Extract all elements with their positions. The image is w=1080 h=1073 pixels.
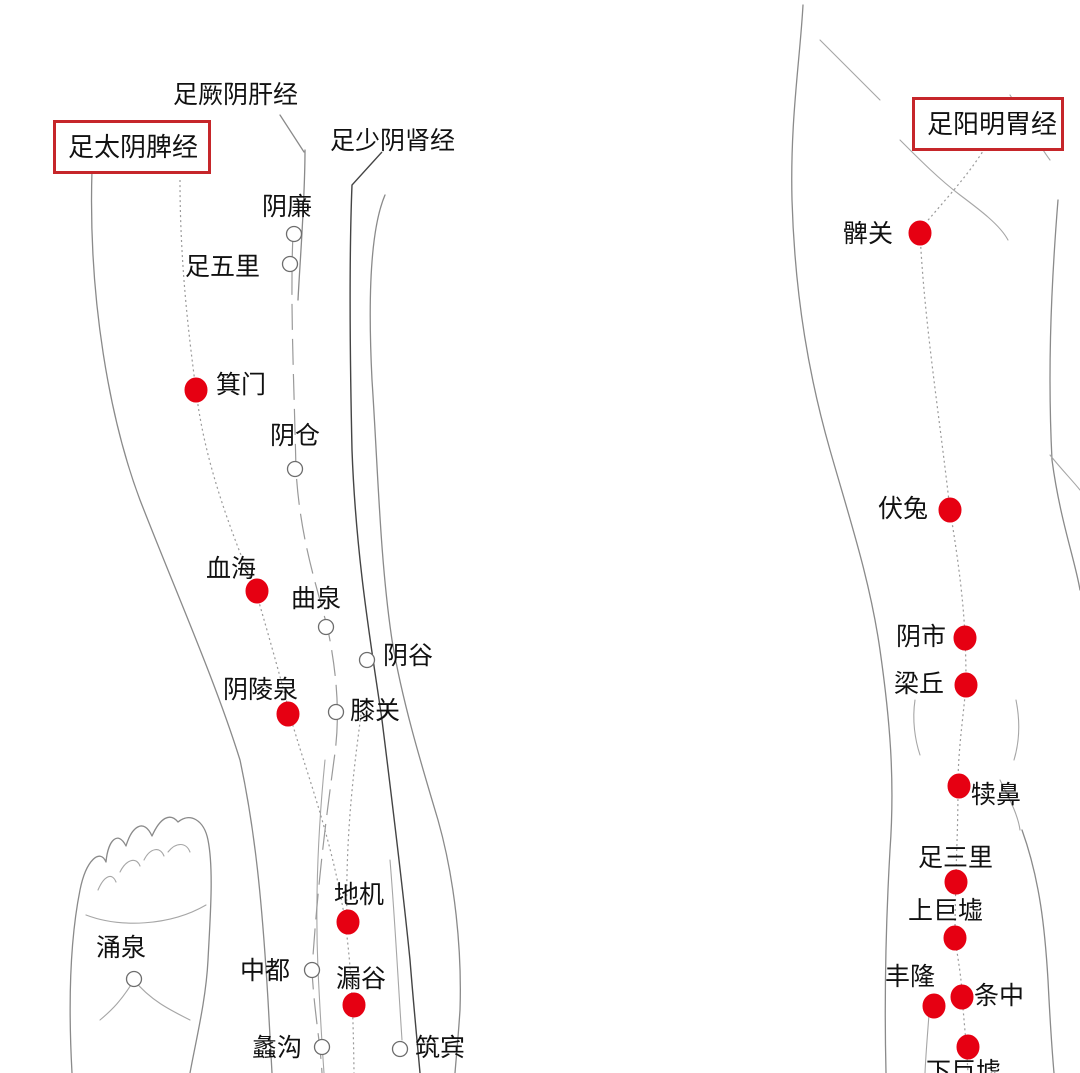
- point-marker-futu[interactable]: [938, 497, 962, 523]
- point-marker-tiaokou[interactable]: [950, 984, 974, 1010]
- point-marker-fenglong[interactable]: [922, 993, 946, 1019]
- point-label-xiajuxu: 下巨墟: [926, 1057, 1002, 1073]
- point-label-tiaokou: 条中: [974, 981, 1025, 1010]
- point-marker-shangjuxu[interactable]: [943, 925, 967, 951]
- point-marker-xiajuxu[interactable]: [956, 1034, 980, 1060]
- point-marker-yinshi[interactable]: [953, 625, 977, 651]
- point-marker-biguan[interactable]: [908, 220, 932, 246]
- point-label-jimen: 箕门: [216, 370, 267, 399]
- spleen-meridian-box: 足太阴脾经: [53, 120, 212, 174]
- point-marker-yincang[interactable]: [286, 460, 304, 478]
- point-label-yinlingquan: 阴陵泉: [223, 675, 299, 704]
- kidney-meridian-label: 足少阴肾经: [330, 126, 456, 155]
- point-label-liangqiu: 梁丘: [894, 669, 945, 698]
- point-label-zhongdu: 中都: [240, 956, 291, 985]
- point-marker-yinlingquan[interactable]: [276, 701, 300, 727]
- point-marker-zhubin[interactable]: [391, 1040, 409, 1058]
- point-label-biguan: 髀关: [843, 219, 894, 248]
- point-label-ququan: 曲泉: [291, 584, 342, 613]
- point-label-yinshi: 阴市: [896, 622, 947, 651]
- point-marker-diji[interactable]: [336, 909, 360, 935]
- point-marker-liangqiu[interactable]: [954, 672, 978, 698]
- point-marker-lougu[interactable]: [342, 992, 366, 1018]
- point-marker-zhongdu[interactable]: [303, 961, 321, 979]
- point-marker-zusanli[interactable]: [944, 869, 968, 895]
- right-meridian-line: [919, 147, 986, 1073]
- point-marker-ligou[interactable]: [313, 1038, 331, 1056]
- point-label-diji: 地机: [334, 880, 385, 909]
- point-label-xiguan: 膝关: [350, 696, 401, 725]
- point-label-ligou: 蠡沟: [252, 1033, 303, 1062]
- point-label-yongquan: 涌泉: [96, 933, 147, 962]
- stomach-meridian-box: 足阳明胃经: [912, 97, 1065, 151]
- point-label-yinlian: 阴廉: [262, 192, 313, 221]
- point-marker-yinlian[interactable]: [285, 225, 303, 243]
- right-leg-outline: [791, 4, 1080, 1073]
- point-label-yingu: 阴谷: [383, 641, 434, 670]
- point-marker-yongquan[interactable]: [125, 970, 143, 988]
- point-marker-xuehai[interactable]: [245, 578, 269, 604]
- left-leg-outline: [90, 114, 461, 1073]
- point-label-xuehai: 血海: [206, 554, 257, 583]
- point-marker-zuwuli[interactable]: [281, 255, 299, 273]
- point-label-zuwuli: 足五里: [185, 252, 261, 281]
- liver-meridian-label: 足厥阴肝经: [173, 80, 299, 109]
- point-label-futu: 伏兔: [878, 494, 929, 523]
- point-label-lougu: 漏谷: [336, 964, 387, 993]
- point-label-yincang: 阴仓: [270, 421, 321, 450]
- point-label-zhubin: 筑宾: [415, 1033, 466, 1062]
- point-label-dubi: 犊鼻: [971, 780, 1022, 809]
- point-label-shangjuxu: 上巨墟: [908, 896, 984, 925]
- point-marker-jimen[interactable]: [184, 377, 208, 403]
- point-label-zusanli: 足三里: [918, 843, 994, 872]
- point-marker-ququan[interactable]: [317, 618, 335, 636]
- point-marker-dubi[interactable]: [947, 773, 971, 799]
- point-label-fenglong: 丰隆: [885, 962, 936, 991]
- point-marker-xiguan[interactable]: [327, 703, 345, 721]
- point-marker-yingu[interactable]: [358, 651, 376, 669]
